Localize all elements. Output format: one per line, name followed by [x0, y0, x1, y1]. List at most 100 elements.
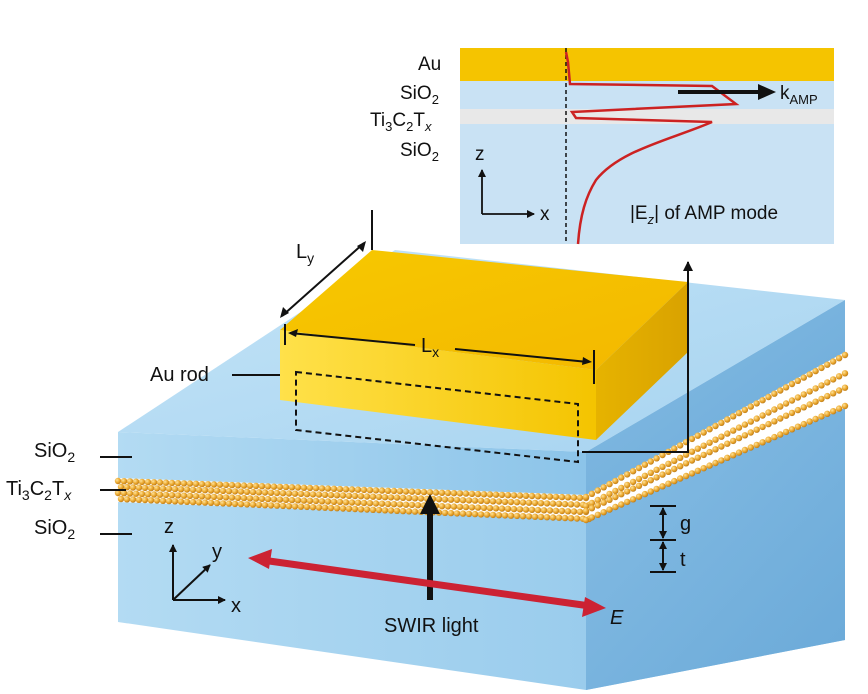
mxene-bead: [387, 494, 395, 501]
mxene-bead: [534, 506, 542, 514]
mxene-bead: [558, 493, 566, 501]
mxene-bead: [567, 501, 575, 508]
mxene-bead: [447, 509, 455, 517]
mxene-bead: [700, 451, 707, 459]
mxene-bead: [369, 506, 377, 513]
mxene-bead: [225, 500, 233, 507]
mxene-bead: [647, 458, 654, 465]
mxene-bead: [159, 497, 167, 504]
mxene-bead: [195, 499, 203, 506]
mxene-bead: [150, 491, 158, 498]
mxene-bead: [183, 498, 191, 505]
mxene-layer: [114, 351, 849, 524]
mxene-bead: [144, 491, 152, 498]
mxene-bead: [171, 498, 179, 505]
mxene-bead: [606, 480, 613, 488]
mxene-bead: [156, 479, 164, 486]
mxene-bead: [519, 513, 527, 520]
mxene-bead: [540, 493, 548, 500]
mxene-bead: [771, 390, 778, 397]
mxene-bead: [324, 498, 332, 505]
mxene-bead: [372, 500, 380, 507]
mxene-bead: [624, 471, 631, 478]
mxene-bead: [612, 487, 619, 495]
mxene-bead: [162, 479, 170, 486]
mxene-bead: [351, 492, 359, 500]
mxene-bead: [618, 484, 625, 492]
mxene-bead: [724, 440, 731, 447]
au-rod-label: Au rod: [150, 364, 209, 386]
mxene-bead: [129, 496, 137, 503]
mxene-bead: [582, 502, 590, 510]
mxene-bead: [498, 505, 506, 512]
mxene-bead: [321, 491, 329, 498]
mxene-bead: [267, 489, 275, 496]
mxene-bead: [273, 502, 281, 509]
mxene-bead: [741, 432, 749, 439]
inset-au-label: Au: [418, 54, 441, 75]
mxene-bead: [641, 479, 649, 487]
mxene-bead: [812, 398, 819, 405]
mxene-bead: [318, 498, 326, 505]
mxene-bead: [501, 498, 509, 505]
mxene-bead: [549, 514, 557, 521]
mxene-bead: [411, 495, 419, 502]
mxene-bead: [688, 457, 696, 464]
mxene-bead: [718, 457, 725, 464]
mxene-bead: [381, 507, 389, 514]
mxene-bead: [162, 491, 170, 499]
mxene-bead: [309, 504, 317, 511]
mxene-bead: [659, 463, 666, 470]
mxene-bead: [309, 491, 317, 498]
ly-dimension: Ly: [280, 210, 373, 318]
mxene-bead: [765, 436, 772, 443]
mxene-bead: [165, 485, 173, 492]
mxene-bead: [363, 493, 371, 500]
mxene-bead: [730, 452, 737, 459]
mxene-bead: [504, 505, 512, 512]
mxene-bead: [712, 446, 719, 453]
mxene-bead: [141, 484, 149, 492]
mxene-bead: [375, 493, 383, 501]
mxene-bead: [153, 485, 161, 492]
mxene-bead: [474, 490, 482, 498]
mxene-bead: [474, 504, 482, 511]
mxene-bead: [444, 489, 452, 497]
mxene-bead: [330, 498, 338, 505]
mxene-bead: [477, 511, 485, 518]
thickness-label: t: [680, 549, 686, 571]
mxene-bead: [753, 426, 760, 433]
mxene-bead: [396, 501, 404, 508]
mxene-bead: [219, 500, 227, 507]
mxene-bead: [315, 504, 323, 511]
mxene-bead: [444, 503, 452, 510]
mxene-bead: [694, 445, 701, 452]
mxene-bead: [129, 484, 137, 491]
efield-label: E: [610, 607, 624, 629]
mxene-bead: [504, 492, 512, 499]
mxene-bead: [522, 506, 530, 513]
mxene-bead: [665, 468, 672, 475]
mxene-bead: [321, 504, 329, 511]
mxene-bead: [333, 492, 341, 499]
mxene-bead: [653, 455, 660, 462]
mxene-bead: [564, 508, 572, 515]
mxene-bead: [818, 413, 825, 420]
mxene-bead: [234, 494, 242, 502]
mxene-bead: [210, 493, 218, 501]
mxene-bead: [303, 503, 311, 511]
mxene-bead: [694, 467, 701, 474]
mxene-bead: [677, 463, 684, 470]
mxene-bead: [462, 503, 470, 511]
mxene-bead: [246, 482, 254, 489]
mxene-bead: [765, 393, 772, 401]
mxene-bead: [700, 442, 707, 449]
mxene-bead: [189, 498, 197, 506]
mxene-bead: [694, 454, 701, 461]
mxene-bead: [180, 480, 188, 487]
mxene-bead: [747, 418, 754, 425]
mxene-bead: [462, 490, 470, 497]
mxene-bead: [138, 478, 146, 486]
mxene-bead: [525, 513, 533, 520]
mxene-bead: [552, 493, 560, 501]
